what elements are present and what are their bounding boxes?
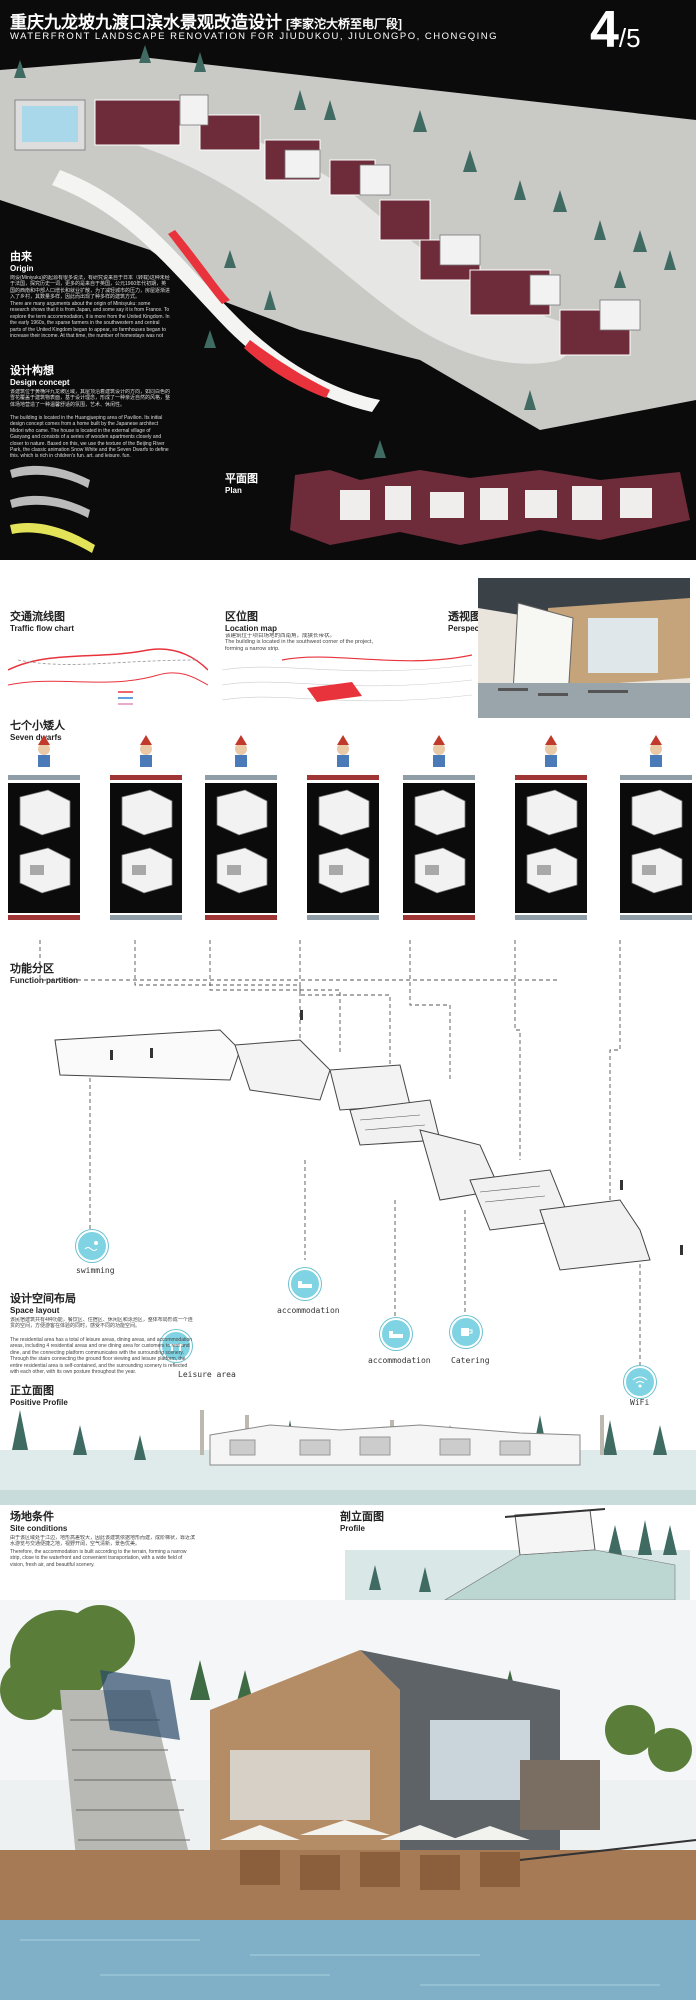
dwarf-tile — [515, 735, 587, 925]
perspective-label: 透视图 Perspective — [448, 611, 493, 633]
plan-label: 平面图 Plan — [225, 473, 258, 495]
site-conditions-heading: 场地条件 — [10, 1511, 54, 1523]
seven-dwarfs-label: 七个小矮人 Seven dwarfs — [10, 720, 65, 742]
bench-icon — [160, 1330, 192, 1362]
origin-heading: 由来 — [10, 251, 32, 263]
site-conditions-subheading: Site conditions — [10, 1524, 68, 1533]
profile-section-drawing — [345, 1508, 690, 1601]
traffic-flow-diagram — [8, 648, 208, 705]
space-layout-section: 设计空间布局 Space layout 该民宿建筑共有4种功能，餐饮区、住宿区、… — [10, 1290, 195, 1377]
site-conditions-section: 场地条件 Site conditions 由于该区域处于江边，地形高差较大，因此… — [10, 1508, 195, 1569]
hero-panel: 重庆九龙坡九渡口滨水景观改造设计[李家沱大桥至电厂段] WATERFRONT L… — [0, 0, 696, 560]
hero-aerial-illustration — [0, 45, 696, 553]
diagram-row: 交通流线图 Traffic flow chart 区位图 Location ma… — [0, 560, 696, 720]
dwarf-figure-icon — [403, 735, 475, 920]
origin-text-cn: 岗设(Miniyuku)的起源有很多说法，有研究说来自于日本（转载)这种未经于法… — [10, 275, 170, 301]
design-concept-text-cn: 该建筑位于黄桷坪九龙坡区域，其屋顶沿着建筑设计的方向，如同白色的雪花覆盖于建筑物… — [10, 389, 170, 408]
perspective-render — [478, 578, 690, 718]
space-layout-heading: 设计空间布局 — [10, 1293, 76, 1305]
accommodation-label-1: accommodation — [277, 1306, 340, 1315]
positive-profile-elevation — [0, 1410, 696, 1505]
swimming-label: swimming — [76, 1266, 115, 1275]
design-concept-section: 设计构想 Design concept 该建筑位于黄桷坪九龙坡区域，其屋顶沿着建… — [10, 362, 170, 457]
dwarf-tile — [307, 735, 379, 925]
dwarf-figure-icon — [515, 735, 587, 920]
function-partition-diagram — [39, 940, 683, 1370]
origin-text-en: There are many arguments about the origi… — [10, 301, 170, 339]
dwarf-tile — [205, 735, 277, 925]
wifi-icon — [624, 1366, 656, 1398]
design-concept-text-en: The building is located in the Huangjuep… — [10, 415, 169, 457]
cup-icon — [450, 1316, 482, 1348]
page-indicator: 4/5 — [590, 1, 641, 59]
bed-icon — [289, 1268, 321, 1300]
dwarf-tile — [8, 735, 80, 925]
dwarf-figure-icon — [110, 735, 182, 920]
catering-label: Catering — [451, 1356, 490, 1365]
dwarf-figure-icon — [620, 735, 692, 920]
origin-section: 由来 Origin 岗设(Miniyuku)的起源有很多说法，有研究说来自于日本… — [10, 248, 170, 339]
space-layout-subheading: Space layout — [10, 1306, 60, 1315]
design-concept-heading: 设计构想 — [10, 365, 54, 377]
leisure-area-label: Leisure area — [178, 1370, 236, 1379]
dwarf-figure-icon — [8, 735, 80, 920]
function-partition-label: 功能分区 Function partition — [10, 963, 78, 985]
origin-subheading: Origin — [10, 264, 34, 273]
bed-icon-2 — [380, 1318, 412, 1350]
location-map — [222, 654, 472, 702]
bottom-perspective-render — [0, 1600, 696, 2000]
seven-dwarfs-row — [0, 735, 696, 925]
swimmer-icon — [76, 1230, 108, 1262]
dwarf-tile — [620, 735, 692, 925]
design-concept-subheading: Design concept — [10, 378, 70, 387]
traffic-label: 交通流线图 Traffic flow chart — [10, 611, 75, 633]
location-label: 区位图 Location map 该建筑位于项目场地的西南角，成狭长带状。 Th… — [225, 611, 373, 652]
profile-label: 剖立面图 Profile — [340, 1511, 384, 1533]
poster-subtitle: WATERFRONT LANDSCAPE RENOVATION FOR JIUD… — [10, 31, 499, 42]
positive-profile-label: 正立面图 Positive Profile — [10, 1385, 68, 1407]
dwarf-tile — [110, 735, 182, 925]
dwarf-figure-icon — [205, 735, 277, 920]
dwarf-figure-icon — [307, 735, 379, 920]
accommodation-label-2: accommodation — [368, 1356, 431, 1365]
dwarf-tile — [403, 735, 475, 925]
wifi-label: WiFi — [630, 1398, 650, 1407]
poster-title: 重庆九龙坡九渡口滨水景观改造设计[李家沱大桥至电厂段] — [10, 13, 402, 32]
